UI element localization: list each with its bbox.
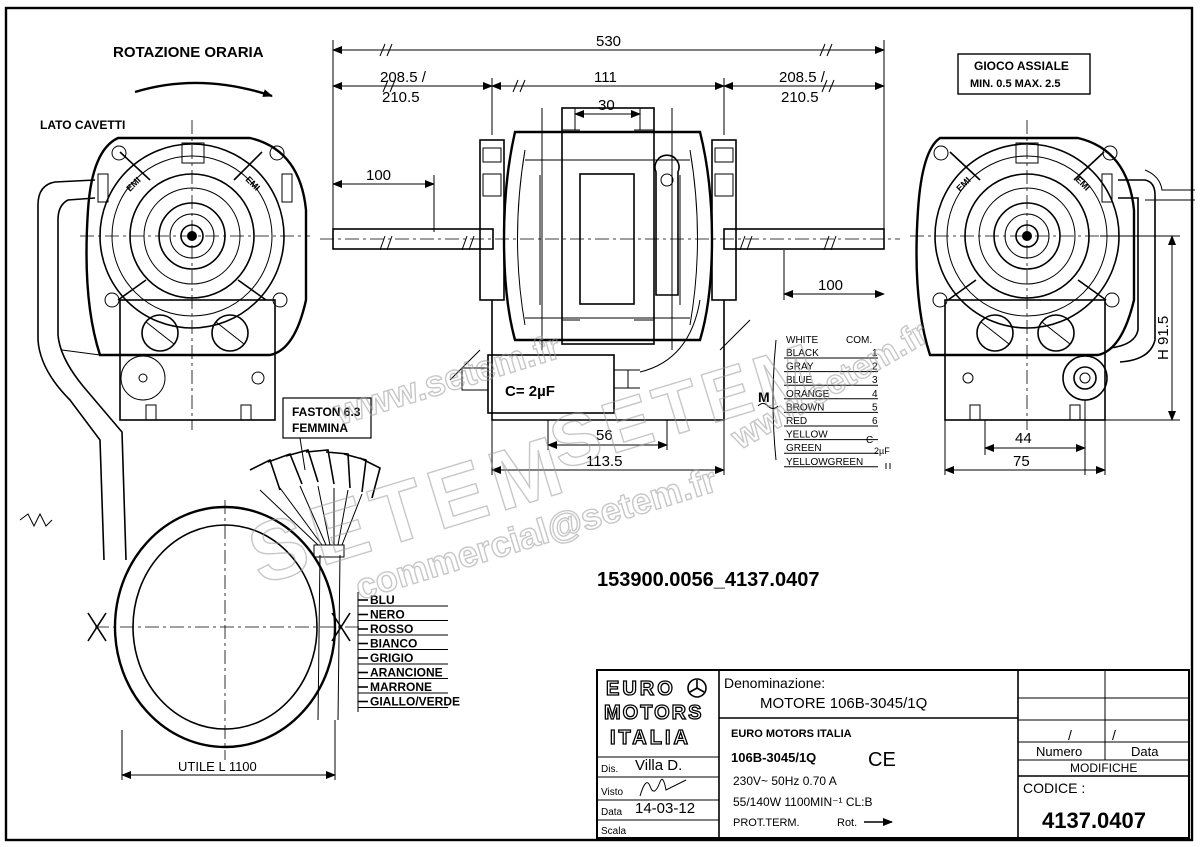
modifiche-label: MODIFICHE (1070, 761, 1137, 775)
cable-routing: UTILE L 1100 (19, 179, 360, 780)
part-number: 153900.0056_4137.0407 (597, 569, 819, 591)
faston-line1: FASTON 6.3 (292, 405, 361, 419)
wire-list-item: ROSSO (370, 622, 413, 636)
wiring-color: YELLOWGREEN (786, 457, 863, 468)
company-name: EURO MOTORS ITALIA (731, 728, 852, 740)
wiring-cap-value: 2µF (874, 446, 890, 456)
wiring-number: 5 (872, 402, 878, 413)
wiring-color: GREEN (786, 443, 822, 454)
ce-mark: CE (868, 749, 896, 771)
useful-length-label: UTILE L 1100 (178, 759, 257, 774)
dim-75: 75 (1013, 453, 1030, 470)
wiring-number: 6 (872, 416, 878, 427)
axial-play-line1: GIOCO ASSIALE (974, 59, 1069, 73)
wiring-header-com: COM. (846, 335, 872, 346)
numero-label: Numero (1036, 744, 1082, 759)
sheet-border (4, 6, 1194, 842)
wiring-number: 3 (872, 375, 878, 386)
axial-play-box (957, 53, 1091, 95)
wire-list-item: GRIGIO (370, 651, 413, 665)
wiring-color: BLACK (786, 348, 819, 359)
wiring-header-color: WHITE (786, 335, 819, 346)
cable-side-label: LATO CAVETTI (40, 118, 125, 132)
dim-44: 44 (1015, 430, 1032, 447)
wiring-number: 2 (872, 362, 878, 373)
logo-line-1: EURO (606, 678, 676, 700)
axial-play-line2: MIN. 0.5 MAX. 2.5 (970, 78, 1060, 90)
motor-symbol: M (758, 389, 770, 405)
dim-left-shaft-b: 210.5 (382, 89, 420, 106)
dim-bracket: 30 (598, 97, 615, 114)
fan-logo-icon (687, 678, 707, 698)
dim-right-shaft-a: 208.5 / (779, 69, 826, 86)
wire-list-item: NERO (370, 608, 405, 622)
dim-113-5: 113.5 (586, 453, 622, 470)
dim-overall: 530 (596, 33, 621, 50)
dim-right-100: 100 (818, 277, 843, 294)
wiring-color: RED (786, 416, 807, 427)
spec-protection: PROT.TERM. (733, 817, 800, 829)
visto-label: Visto (601, 787, 623, 798)
data-column-label: Data (1131, 744, 1159, 759)
codice-label: CODICE : (1023, 780, 1085, 796)
spec-power: 55/140W 1100MIN⁻¹ CL:B (733, 795, 873, 809)
fan-mark: EMI (124, 175, 142, 193)
rev-mark: / (1068, 727, 1072, 743)
dim-body: 111 (594, 69, 617, 86)
data-label: Data (601, 807, 623, 818)
wire-list-item: GIALLO/VERDE (370, 695, 460, 709)
dim-56: 56 (596, 427, 613, 444)
wire-list-item: MARRONE (370, 680, 432, 694)
dim-left-100: 100 (366, 167, 391, 184)
wiring-cap-c: C (866, 435, 873, 446)
faston-line2: FEMMINA (292, 421, 348, 435)
rev-mark: / (1112, 727, 1116, 743)
fan-mark: EMI (954, 175, 972, 193)
wiring-number: 4 (872, 389, 878, 400)
side-view: 530 208.5 / 210.5 111 208.5 / 210.5 30 1… (320, 33, 900, 475)
dim-right-shaft-b: 210.5 (781, 89, 819, 106)
wiring-color: BROWN (786, 402, 824, 413)
wiring-color: BLUE (786, 375, 812, 386)
denominazione-label: Denominazione: (724, 675, 825, 691)
wire-list-item: ARANCIONE (370, 666, 443, 680)
company-logo: EURO MOTORS ITALIA (603, 677, 707, 750)
logo-line-2: MOTORS (604, 702, 703, 724)
faston-connectors: FASTON 6.3 FEMMINA (249, 397, 381, 558)
wiring-color: ORANGE (786, 389, 830, 400)
codice-value: 4137.0407 (1042, 808, 1146, 833)
data-value: 14-03-12 (635, 800, 695, 817)
dis-value: Villa D. (635, 757, 682, 774)
capacitor-label: C= 2µF (505, 383, 555, 400)
wiring-color: GRAY (786, 362, 814, 373)
rotation-label: ROTAZIONE ORARIA (113, 44, 264, 61)
left-end-view: EMI EMI (80, 120, 310, 430)
right-end-view: EMI EMI H 91.5 44 75 (910, 120, 1195, 475)
wire-list: BLUNEROROSSOBIANCOGRIGIOARANCIONEMARRONE… (357, 592, 460, 712)
wiring-color: YELLOW (786, 430, 828, 441)
wiring-number: 1 (872, 348, 878, 359)
title-block: EURO MOTORS ITALIA Dis. Villa D. Visto D… (596, 669, 1190, 839)
watermark-site: www.setem.fr (329, 325, 565, 433)
dim-left-shaft-a: 208.5 / (380, 69, 427, 86)
logo-line-3: ITALIA (610, 727, 691, 749)
rotation-arrow (134, 81, 273, 98)
denominazione-value: MOTORE 106B-3045/1Q (760, 695, 927, 712)
wire-list-item: BLU (370, 593, 395, 607)
rotation-short-label: Rot. (837, 817, 857, 829)
dim-height: H 91.5 (1155, 316, 1172, 360)
scala-label: Scala (601, 826, 626, 837)
dis-label: Dis. (601, 764, 618, 775)
model-code: 106B-3045/1Q (731, 750, 816, 765)
spec-electrical: 230V~ 50Hz 0.70 A (733, 774, 837, 788)
signature (639, 778, 687, 797)
wire-list-item: BIANCO (370, 637, 417, 651)
